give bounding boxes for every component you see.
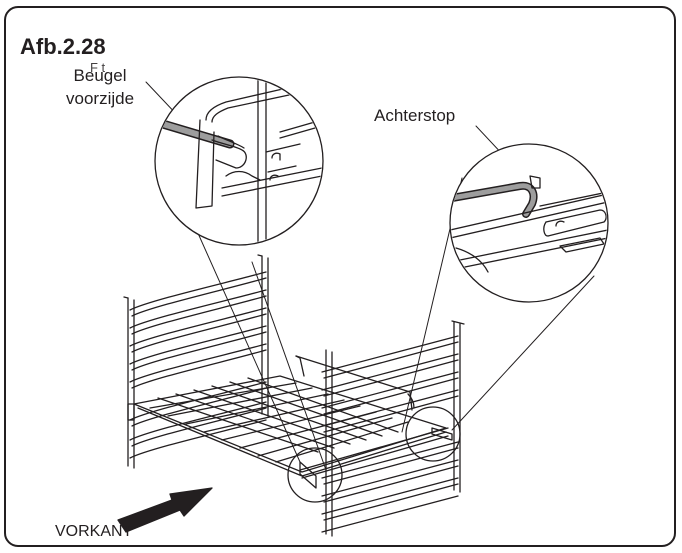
arrow-right-icon	[117, 487, 213, 533]
front-bracket-ghost-text: F t	[90, 60, 106, 75]
front-bracket-label-line1: Beugel	[73, 66, 127, 85]
left-side-runner	[123, 254, 269, 469]
back-stop-label: Achterstop	[374, 106, 456, 125]
front-bracket-label: F t Beugel voorzijde	[66, 60, 135, 110]
front-edge-label: VORKANT	[55, 523, 133, 540]
front-bracket-label-line2: voorzijde	[66, 89, 135, 108]
figure-title: Afb.2.28	[20, 34, 106, 59]
back-stop-detail	[451, 175, 607, 273]
target-circle-back	[405, 406, 461, 462]
wire-shelf	[127, 355, 453, 489]
figure-frame	[4, 6, 676, 547]
front-bracket-detail	[156, 79, 322, 244]
right-side-runner	[321, 320, 465, 537]
detail-circle-front-bracket	[154, 76, 324, 246]
target-circle-front	[287, 447, 343, 503]
detail-circle-back-stop	[449, 143, 609, 303]
